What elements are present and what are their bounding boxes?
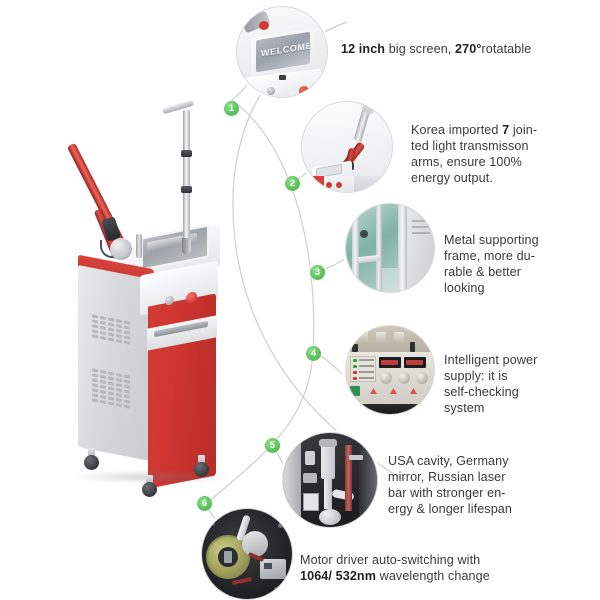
arm-cable [100,240,118,258]
badge-6[interactable]: 6 [197,496,212,511]
caster-stem-left [88,448,95,456]
callout-2: Korea imported 7 join-ted light transmis… [411,123,538,186]
caster-stem-right [198,455,205,463]
caster-stem-front [146,475,153,483]
badge-3[interactable]: 3 [310,265,325,280]
arm-pivot-cylinder [110,238,132,260]
thumbnail-power-image [346,326,434,414]
thumbnail-cavity-image [283,433,377,527]
caster-wheel-left [84,455,99,470]
badge-4[interactable]: 4 [306,346,321,361]
badge-2[interactable]: 2 [285,176,300,191]
caster-wheel-right [194,462,209,477]
caster-wheel-front [142,482,157,497]
arm-joint-upper [181,150,192,157]
thumbnail-frame-image [346,204,434,292]
thumbnail-articulated-arm[interactable] [301,101,393,193]
callout-1: 12 inch big screen, 270°rotatable [341,42,532,56]
thumbnail-metal-frame[interactable] [345,203,435,293]
arm-vertical-segment [183,110,190,242]
thumbnail-motor-image [202,509,292,599]
thumbnail-touchscreen-image: WELCOME [237,7,327,97]
badge-5[interactable]: 5 [265,438,280,453]
thumbnail-touchscreen[interactable]: WELCOME [236,6,328,98]
thumbnail-arm-image [302,102,392,192]
thumbnail-power-supply[interactable] [345,325,435,415]
arm-joint-middle [181,186,192,193]
thumbnail-motor-driver[interactable] [201,508,293,600]
arm-support-post [136,234,142,258]
badge-1[interactable]: 1 [224,101,239,116]
thumbnail-laser-cavity[interactable] [282,432,378,528]
arm-handpiece-hook [182,238,191,254]
